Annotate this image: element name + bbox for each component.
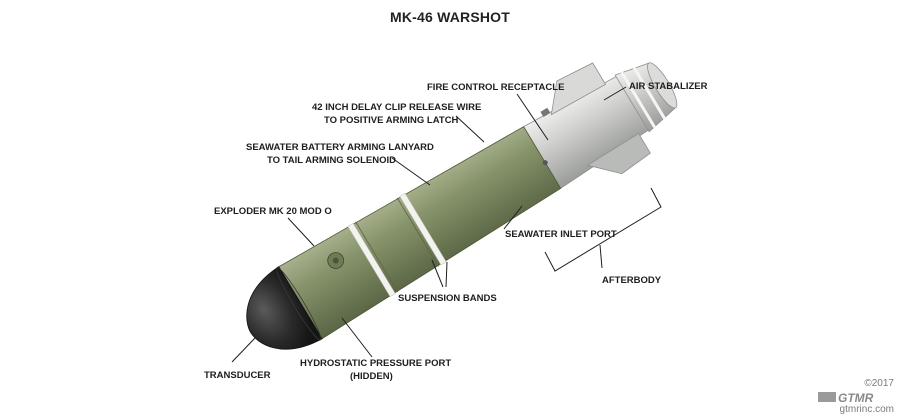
leader-seawater-inlet: [503, 205, 523, 230]
label-transducer: TRANSDUCER: [204, 370, 271, 381]
seawater-inlet-port-icon: [542, 160, 548, 166]
leader-hydrostatic: [341, 317, 373, 358]
leader-exploder: [287, 217, 315, 247]
label-hydrostatic-line1: HYDROSTATIC PRESSURE PORT: [300, 358, 451, 369]
leader-fire-control: [516, 93, 549, 141]
label-hydrostatic-line2: (HIDDEN): [350, 371, 393, 382]
afterbody-bracket-tick: [599, 244, 603, 269]
leader-air-stabalizer: [603, 86, 627, 101]
label-exploder: EXPLODER MK 20 MOD O: [214, 206, 332, 217]
svg-text:GTMR: GTMR: [838, 391, 874, 404]
diagram-title: MK-46 WARSHOT: [389, 9, 511, 25]
fire-control-receptacle-icon: [540, 107, 551, 118]
gtmr-logo: GTMR: [818, 391, 874, 404]
suspension-band-rear: [399, 192, 447, 266]
label-afterbody: AFTERBODY: [602, 275, 662, 286]
leader-suspension-1: [431, 259, 444, 288]
air-stabalizer-end: [647, 62, 678, 109]
label-battery-lanyard-line2: TO TAIL ARMING SOLENOID: [267, 155, 396, 166]
transducer-nose: [246, 266, 323, 350]
suspension-band-front: [347, 222, 396, 298]
leader-delay-clip: [455, 115, 485, 143]
copyright-text: ©2017: [864, 378, 894, 389]
tail-fin-lower: [586, 132, 651, 175]
leader-suspension-2: [445, 261, 448, 288]
leader-battery-lanyard: [391, 157, 431, 186]
label-fire-control: FIRE CONTROL RECEPTACLE: [427, 82, 564, 93]
torpedo-body: [246, 62, 678, 350]
label-air-stabalizer: AIR STABALIZER: [629, 81, 708, 92]
tail-fin-upper: [550, 62, 607, 116]
label-suspension-bands: SUSPENSION BANDS: [398, 293, 497, 304]
label-battery-lanyard-line1: SEAWATER BATTERY ARMING LANYARD: [246, 142, 434, 153]
label-seawater-inlet-port: SEAWATER INLET PORT: [505, 229, 617, 240]
website-text: gtmrinc.com: [839, 404, 894, 415]
leader-transducer: [231, 337, 256, 363]
label-delay-clip-line2: TO POSITIVE ARMING LATCH: [324, 115, 459, 126]
label-delay-clip-line1: 42 INCH DELAY CLIP RELEASE WIRE: [312, 102, 481, 113]
afterbody-bracket: [544, 187, 662, 272]
